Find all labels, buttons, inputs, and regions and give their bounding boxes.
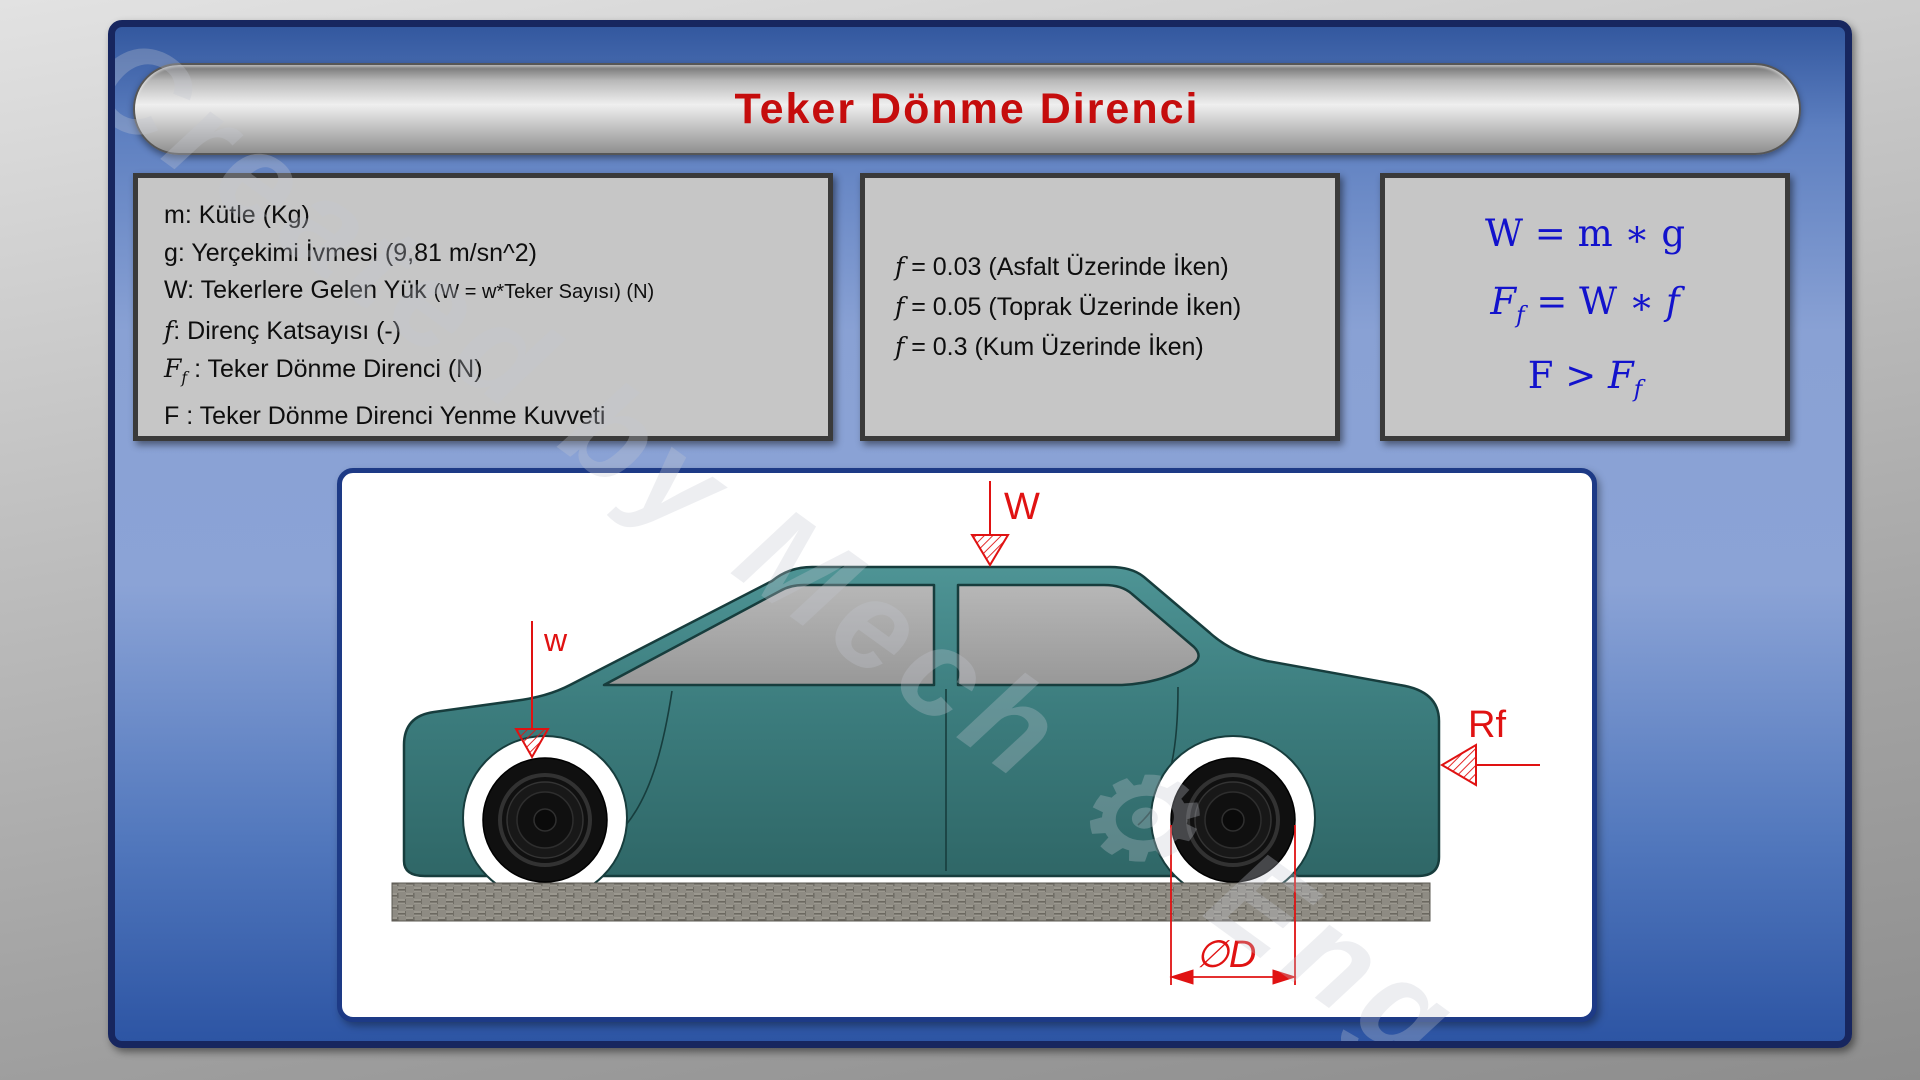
car-front-window bbox=[602, 583, 936, 687]
coefficient-line-sand: f = 0.3 (Kum Üzerinde İken) bbox=[895, 332, 1204, 361]
definition-line-g: g: Yerçekimi İvmesi (9,81 m/sn^2) bbox=[164, 238, 537, 267]
car-door-seam-front bbox=[625, 690, 673, 826]
page-title: Teker Dönme Direnci bbox=[734, 84, 1200, 133]
definitions-box: m: Kütle (Kg) g: Yerçekimi İvmesi (9,81 … bbox=[133, 173, 833, 441]
car-diagram: W w Rf ∅D bbox=[391, 481, 1540, 985]
label-diameter: ∅D bbox=[1196, 934, 1257, 976]
formulas-box: W = m ∗ g Ff = W ∗ f F > Ff bbox=[1380, 173, 1790, 441]
title-bar: Teker Dönme Direnci bbox=[133, 63, 1801, 155]
label-w: w bbox=[543, 622, 568, 658]
definition-line-Ff: Ff : Teker Dönme Direnci (N) bbox=[164, 354, 483, 387]
car-rear-window bbox=[956, 583, 1200, 687]
force-arrow-W bbox=[970, 481, 1010, 567]
coefficients-box: f = 0.03 (Asfalt Üzerinde İken) f = 0.05… bbox=[860, 173, 1340, 441]
slide: Created by Mech ⚙ Eng ⚙ Caglar Teker Dön… bbox=[108, 20, 1852, 1048]
definition-line-m: m: Kütle (Kg) bbox=[164, 201, 310, 229]
force-arrow-Rf bbox=[1440, 743, 1540, 787]
definition-line-F: F : Teker Dönme Direnci Yenme Kuvveti bbox=[164, 401, 606, 430]
formula-weight: W = m ∗ g bbox=[1484, 211, 1686, 255]
coefficient-line-asphalt: f = 0.03 (Asfalt Üzerinde İken) bbox=[895, 252, 1229, 281]
dimension-D bbox=[1169, 825, 1297, 985]
label-Rf: Rf bbox=[1468, 704, 1506, 746]
label-W: W bbox=[1004, 486, 1040, 528]
formula-condition: F > Ff bbox=[1527, 354, 1643, 403]
car-diagram-panel: W w Rf ∅D bbox=[337, 468, 1597, 1022]
definition-note: (W = w*Teker Sayısı) (N) bbox=[433, 281, 655, 303]
road bbox=[391, 882, 1431, 922]
front-wheel bbox=[482, 757, 608, 883]
definition-line-f: f: Direnç Katsayısı (-) bbox=[164, 315, 402, 345]
coefficient-line-soil: f = 0.05 (Toprak Üzerinde İken) bbox=[895, 292, 1242, 321]
rear-wheel bbox=[1170, 757, 1296, 883]
formula-rolling-resistance: Ff = W ∗ f bbox=[1490, 280, 1680, 329]
definition-line-W: W: Tekerlere Gelen Yük (W = w*Teker Sayı… bbox=[164, 276, 655, 304]
force-arrow-w bbox=[514, 621, 550, 760]
